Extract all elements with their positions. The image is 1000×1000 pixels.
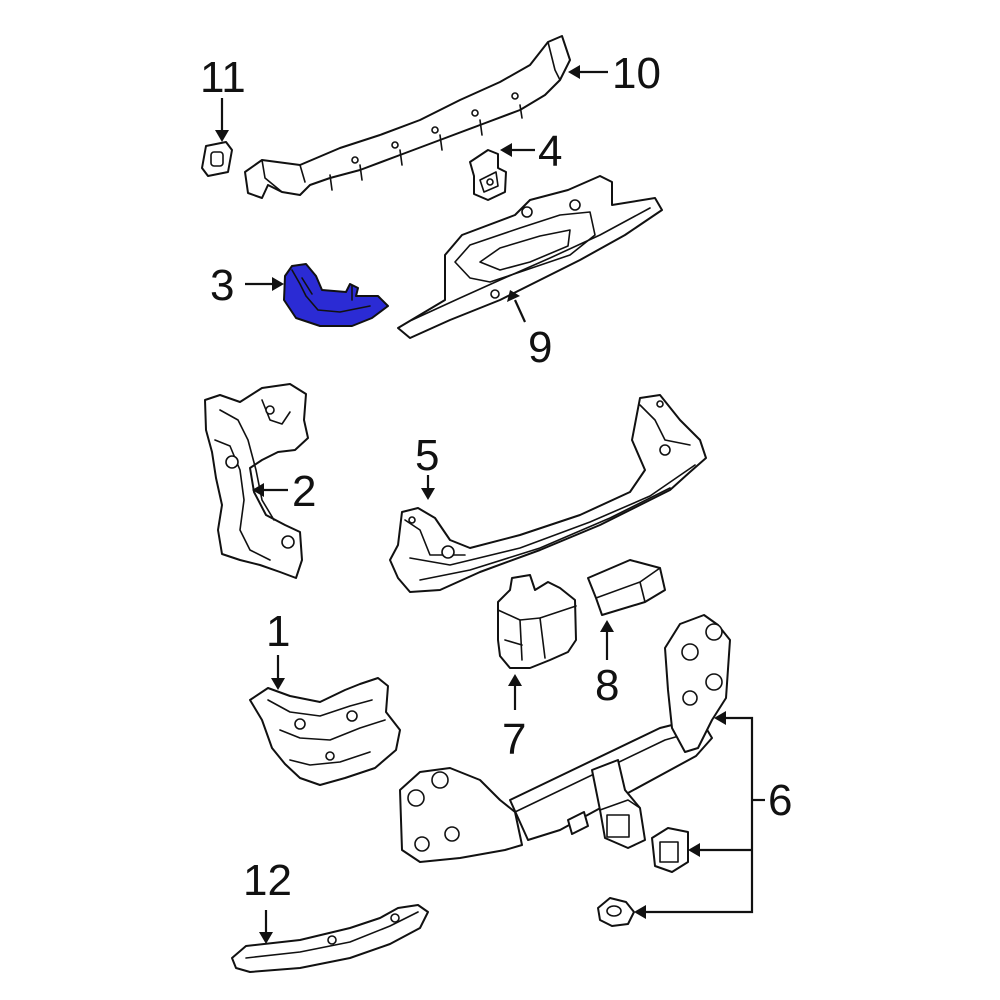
part-12-trim-strip[interactable] xyxy=(231,904,429,973)
part-10-upper-absorber[interactable] xyxy=(244,35,571,199)
callout-7: 7 xyxy=(502,715,526,764)
callout-10: 10 xyxy=(612,49,661,98)
part-4-bracket[interactable] xyxy=(469,149,507,201)
part-2-side-bracket[interactable] xyxy=(204,383,309,579)
part-8-block[interactable] xyxy=(587,559,666,616)
part-7-box-bracket[interactable] xyxy=(497,574,577,669)
part-9-support-panel[interactable] xyxy=(397,175,663,339)
part-3-highlighted-bracket[interactable] xyxy=(283,263,389,327)
part-5-bumper-beam[interactable] xyxy=(389,394,707,593)
callout-4: 4 xyxy=(538,127,562,176)
callout-9: 9 xyxy=(528,323,552,372)
callout-2: 2 xyxy=(292,467,316,516)
callout-8: 8 xyxy=(595,661,619,710)
callout-5: 5 xyxy=(415,431,439,480)
callout-12: 12 xyxy=(243,856,292,905)
part-6-tow-hitch[interactable] xyxy=(399,614,731,927)
part-11-gasket[interactable] xyxy=(201,141,233,177)
callout-6: 6 xyxy=(768,776,792,825)
part-1-lower-bracket[interactable] xyxy=(249,677,401,786)
leader-lines xyxy=(215,65,765,944)
callout-3: 3 xyxy=(210,261,234,310)
callout-labels: 11 10 4 3 9 2 5 1 7 8 6 12 xyxy=(200,49,792,905)
callout-1: 1 xyxy=(266,607,290,656)
callout-11: 11 xyxy=(200,53,246,102)
